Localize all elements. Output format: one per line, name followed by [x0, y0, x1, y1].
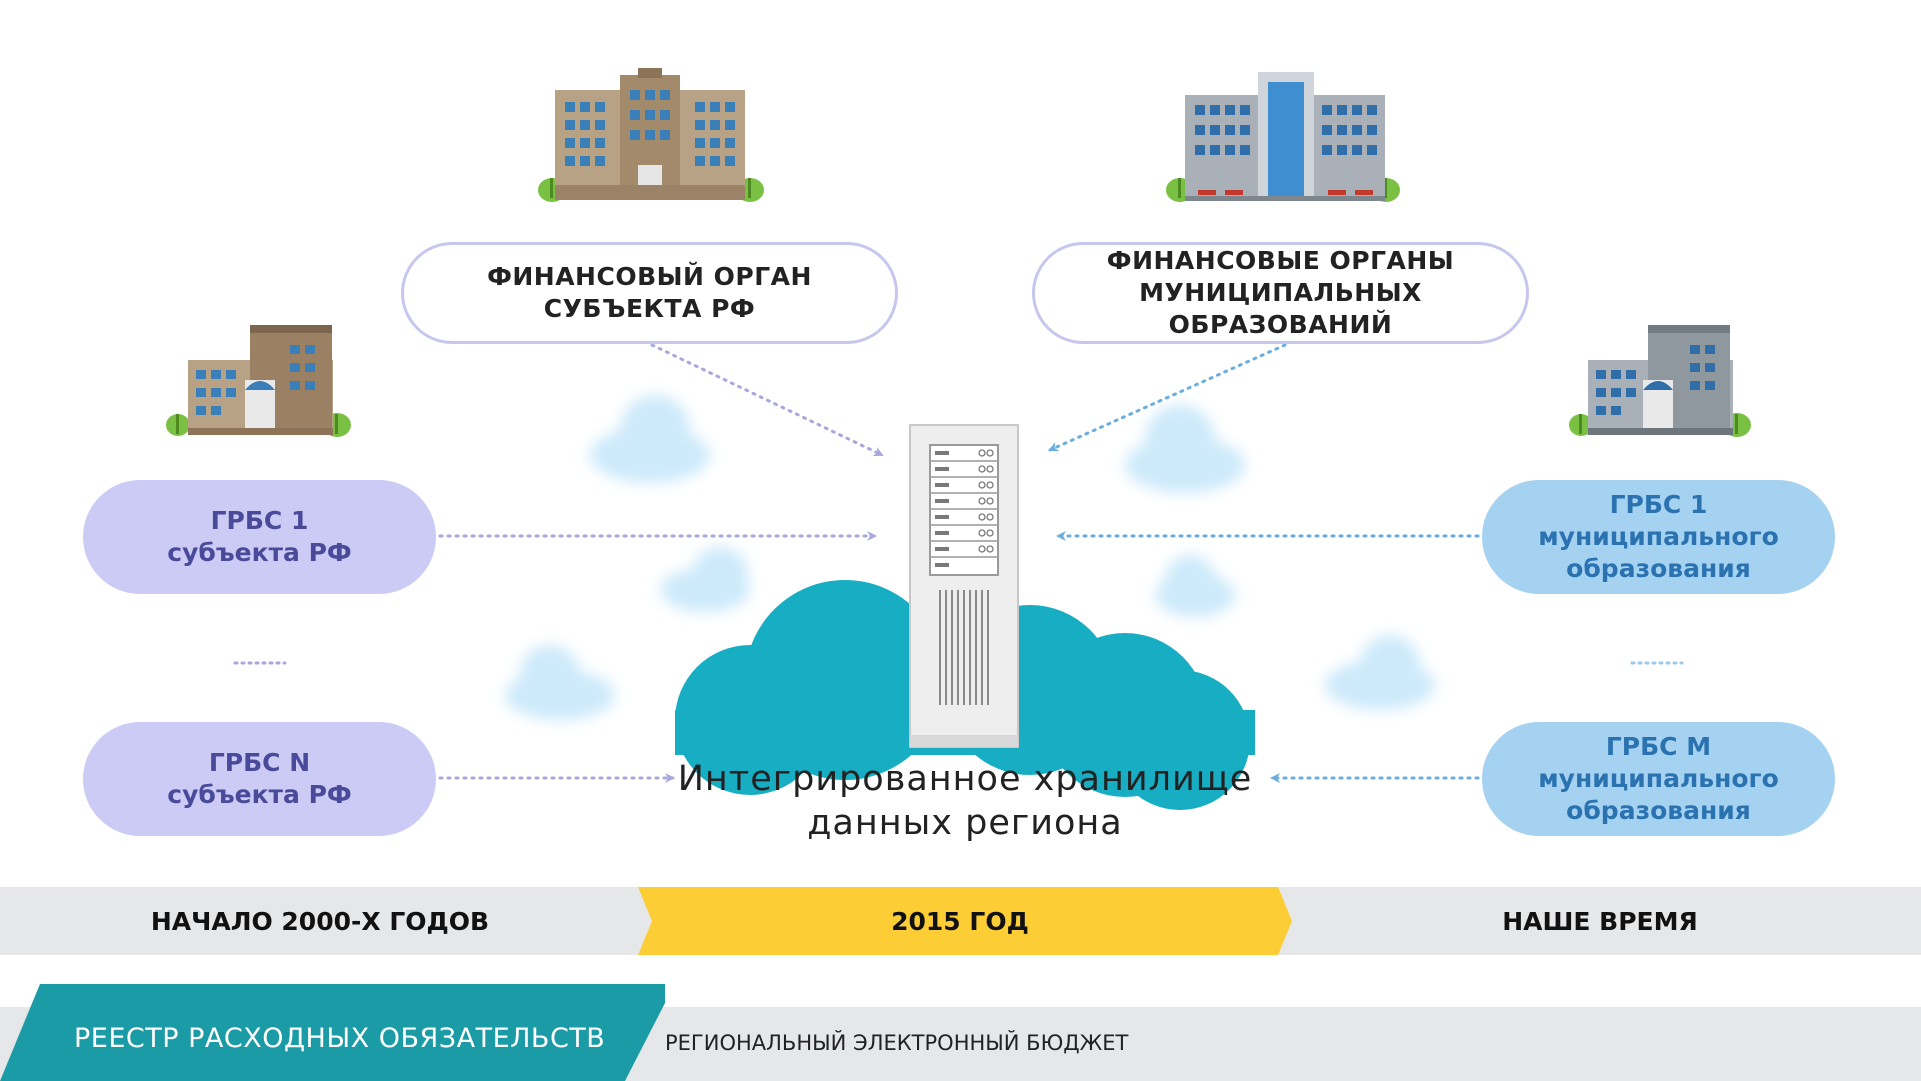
- bg-cloud-1: [590, 395, 710, 483]
- right-box-m-line2: муниципального: [1538, 764, 1779, 794]
- storage-label-line2: данных региона: [807, 802, 1123, 843]
- storage-label: Интегрированное хранилище данных региона: [640, 758, 1290, 846]
- left-box-1-subtitle: субъекта РФ: [167, 538, 352, 567]
- building-left-icon: [166, 325, 351, 437]
- right-box-grbs-1: ГРБС 1 муниципального образования: [1482, 480, 1835, 594]
- arrow-top-left: [650, 343, 884, 457]
- bg-cloud-3: [505, 645, 615, 720]
- top-left-box-line1: ФИНАНСОВЫЙ ОРГАН: [487, 262, 812, 292]
- right-box-1-title: ГРБС 1: [1609, 490, 1708, 520]
- bg-cloud-4: [1125, 405, 1245, 493]
- building-top-right-icon: [1166, 72, 1400, 202]
- bottom-teal-segment: [0, 984, 665, 1081]
- background-clouds: [505, 395, 1435, 720]
- arrow-top-right: [1048, 343, 1287, 452]
- bg-cloud-2: [660, 547, 750, 612]
- server-icon: [909, 424, 1019, 748]
- building-right-icon: [1569, 325, 1751, 437]
- left-box-1-title: ГРБС 1: [210, 506, 309, 536]
- timeline-now-label: НАШЕ ВРЕМЯ: [1502, 906, 1698, 936]
- right-box-1-line2: муниципального: [1538, 522, 1779, 552]
- e-budget-label: РЕГИОНАЛЬНЫЙ ЭЛЕКТРОННЫЙ БЮДЖЕТ: [665, 1031, 1129, 1055]
- top-left-box: ФИНАНСОВЫЙ ОРГАН СУБЪЕКТА РФ: [401, 242, 898, 344]
- registry-label: РЕЕСТР РАСХОДНЫХ ОБЯЗАТЕЛЬСТВ: [74, 1022, 606, 1054]
- bg-cloud-6: [1325, 635, 1435, 710]
- left-box-n-subtitle: субъекта РФ: [167, 780, 352, 809]
- left-box-n-title: ГРБС N: [208, 748, 311, 778]
- left-box-grbs-n: ГРБС N субъекта РФ: [83, 722, 436, 836]
- right-box-m-title: ГРБС М: [1605, 732, 1712, 762]
- timeline-2015-label: 2015 ГОД: [891, 906, 1029, 936]
- right-box-1-line3: образования: [1566, 553, 1751, 583]
- timeline-past-label: НАЧАЛО 2000-Х ГОДОВ: [150, 906, 490, 936]
- timeline-yellow-segment: [638, 887, 1292, 955]
- bg-cloud-5: [1155, 555, 1235, 617]
- right-box-m-line3: образования: [1566, 795, 1751, 825]
- top-right-box-line1: ФИНАНСОВЫЕ ОРГАНЫ: [1106, 246, 1455, 276]
- top-right-box-line2: МУНИЦИПАЛЬНЫХ ОБРАЗОВАНИЙ: [1139, 278, 1422, 339]
- building-top-left-icon: [538, 68, 764, 202]
- timeline: [0, 887, 1921, 955]
- connectors: [438, 343, 1480, 783]
- storage-label-line1: Интегрированное хранилище: [677, 759, 1253, 799]
- bottom-band: [0, 984, 1921, 1081]
- right-box-grbs-m: ГРБС М муниципального образования: [1482, 722, 1835, 836]
- left-box-grbs-1: ГРБС 1 субъекта РФ: [83, 480, 436, 594]
- top-left-box-line2: СУБЪЕКТА РФ: [543, 294, 756, 323]
- top-right-box: ФИНАНСОВЫЕ ОРГАНЫ МУНИЦИПАЛЬНЫХ ОБРАЗОВА…: [1032, 242, 1529, 344]
